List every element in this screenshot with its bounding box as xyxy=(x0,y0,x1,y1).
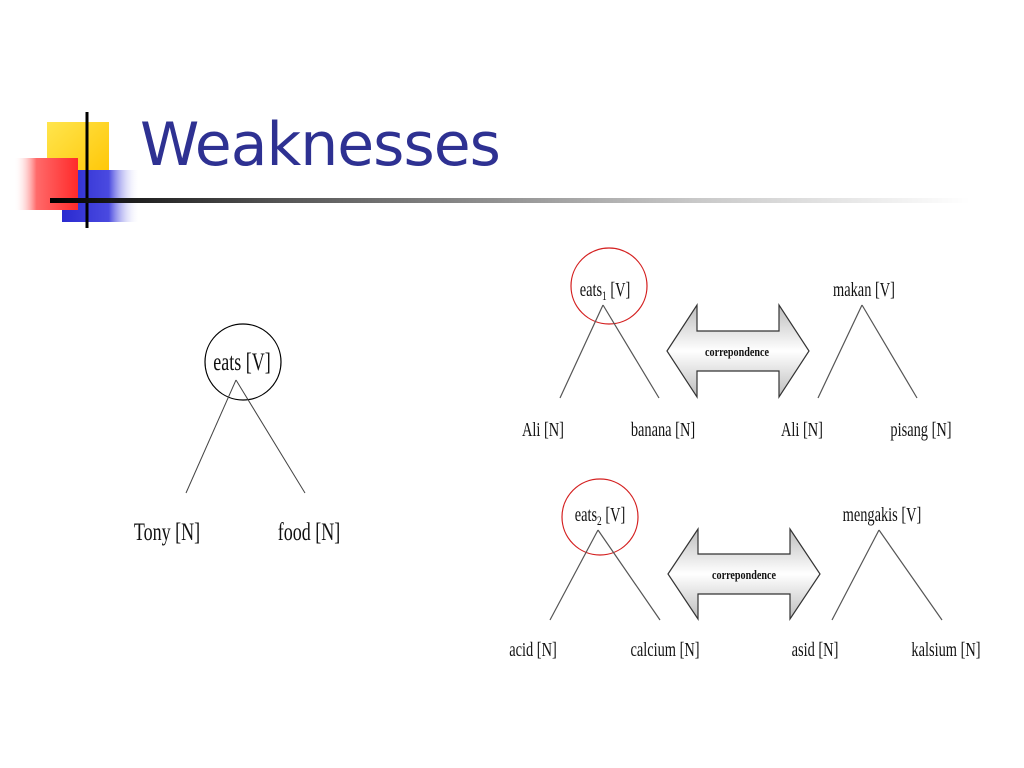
tree-left-leaf-right: food [N] xyxy=(278,518,340,546)
tree-top-src-leaf-right: banana [N] xyxy=(631,418,695,441)
double-arrow xyxy=(667,527,821,621)
branch-right xyxy=(861,304,918,399)
correspondence-arrow-top: correpondence xyxy=(666,302,810,400)
root-circle xyxy=(204,323,282,401)
branch-left xyxy=(185,379,237,494)
branch-left xyxy=(559,304,604,399)
tree-bottom-src-leaf-right: calcium [N] xyxy=(630,638,699,661)
tree-top-tgt-leaf-left: Ali [N] xyxy=(781,418,823,441)
tree-top-src-root: eats1 [V] xyxy=(580,278,631,304)
tree-top-tgt-root: makan [V] xyxy=(833,278,895,301)
double-arrow xyxy=(666,302,810,400)
tree-left-leaf-left: Tony [N] xyxy=(134,518,200,546)
tree-bottom-src-leaf-left: acid [N] xyxy=(509,638,557,661)
tree-top-target: makan [V] Ali [N] pisang [N] xyxy=(781,278,952,441)
tree-bottom-tgt-leaf-right: kalsium [N] xyxy=(911,638,980,661)
tree-bottom-source: eats2 [V] acid [N] calcium [N] xyxy=(509,478,700,661)
branch-left xyxy=(549,529,599,621)
tree-top-src-leaf-left: Ali [N] xyxy=(522,418,564,441)
branch-right xyxy=(597,529,661,621)
corner-decoration xyxy=(14,112,140,228)
branch-right xyxy=(235,379,306,494)
slide-title: Weaknesses xyxy=(140,110,501,180)
branch-left xyxy=(831,529,880,621)
tree-bottom-tgt-leaf-left: asid [N] xyxy=(792,638,839,661)
tree-left: eats [V] Tony [N] food [N] xyxy=(134,323,340,546)
branch-left xyxy=(817,304,863,399)
highlight-circle xyxy=(570,247,648,325)
branch-right xyxy=(602,304,660,399)
title-underline xyxy=(50,198,970,203)
branch-right xyxy=(878,529,943,621)
tree-left-root: eats [V] xyxy=(213,348,270,376)
tree-top-tgt-leaf-right: pisang [N] xyxy=(890,418,951,441)
tree-bottom-tgt-root: mengakis [V] xyxy=(843,503,922,526)
arrow-label: correpondence xyxy=(712,568,776,582)
tree-top-source: eats1 [V] Ali [N] banana [N] xyxy=(522,247,695,441)
highlight-circle xyxy=(561,478,639,556)
correspondence-arrow-bottom: correpondence xyxy=(667,527,821,621)
tree-bottom-src-root: eats2 [V] xyxy=(575,503,626,529)
tree-bottom-target: mengakis [V] asid [N] kalsium [N] xyxy=(792,503,981,661)
arrow-label: correpondence xyxy=(705,345,769,359)
